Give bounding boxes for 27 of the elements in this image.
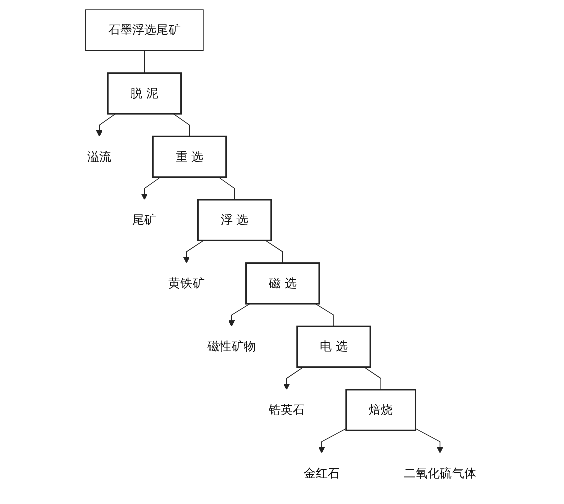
- node-text: 锆英石: [268, 402, 305, 418]
- connector: [315, 304, 334, 327]
- node-text: 尾矿: [132, 212, 157, 228]
- node-box: 石墨浮选尾矿: [86, 10, 204, 52]
- arrow: [228, 304, 250, 327]
- node-box: 磁 选: [246, 262, 320, 305]
- node-text: 溢流: [88, 149, 112, 164]
- arrow: [141, 177, 162, 200]
- node-box: 焙烧: [346, 389, 416, 432]
- connector: [173, 114, 190, 138]
- node-box: 电 选: [296, 326, 372, 368]
- node-text: 金红石: [304, 466, 340, 480]
- arrow: [183, 240, 204, 264]
- connector: [144, 50, 146, 74]
- node-text: 二氧化硫气体: [404, 466, 476, 480]
- node-box: 重 选: [152, 136, 228, 178]
- connector: [364, 366, 382, 390]
- connector: [218, 177, 236, 200]
- arrow: [284, 366, 304, 390]
- node-text: 磁性矿物: [208, 339, 256, 354]
- node-box: 脱 泥: [107, 72, 182, 115]
- arrow: [318, 428, 347, 454]
- arrow: [96, 114, 116, 137]
- connector: [265, 240, 284, 264]
- arrow: [415, 428, 444, 454]
- node-box: 浮 选: [197, 199, 272, 242]
- node-text: 黄铁矿: [168, 276, 205, 290]
